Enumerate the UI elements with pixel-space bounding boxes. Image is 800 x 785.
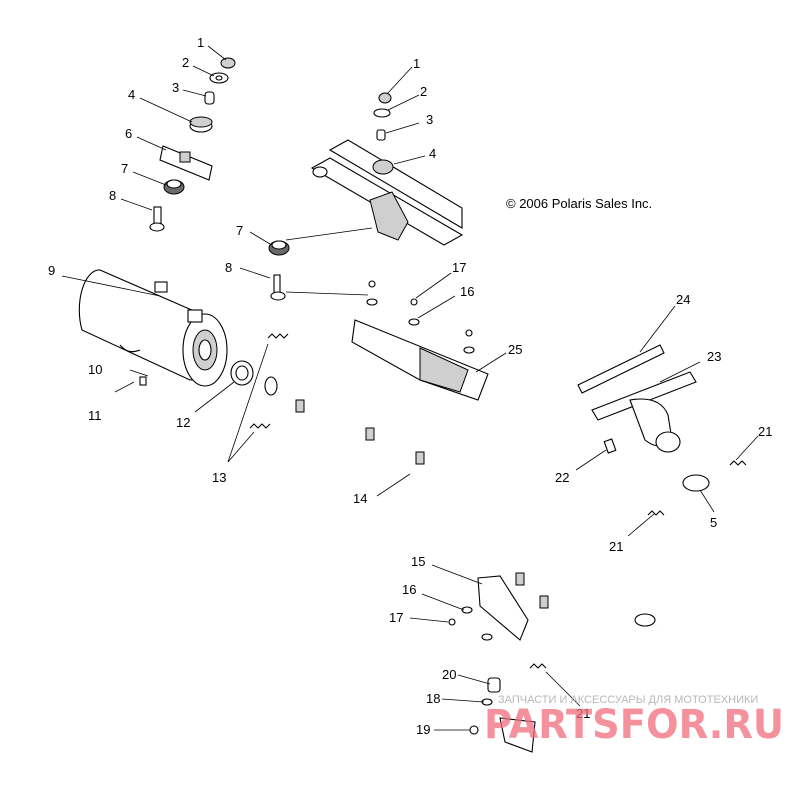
callout-labels: 1 2 3 4 6 7 8 9 10 11 12 13 1 2 3 4 7 8 … <box>48 35 772 737</box>
callout-1-right: 1 <box>413 56 420 71</box>
watermark-tagline: ЗАПЧАСТИ И АКСЕССУАРЫ ДЛЯ МОТОТЕХНИКИ <box>498 694 758 706</box>
watermark-logo: PARTSFOR.RU <box>484 702 784 748</box>
callout-16-lower: 16 <box>402 582 416 597</box>
callout-2-left: 2 <box>182 55 189 70</box>
callout-17-upper: 17 <box>452 260 466 275</box>
callout-23: 23 <box>707 349 721 364</box>
callout-21-right: 21 <box>758 424 772 439</box>
callout-6: 6 <box>125 126 132 141</box>
callout-18: 18 <box>426 691 440 706</box>
head-pipe <box>264 376 670 669</box>
callout-3-left: 3 <box>172 80 179 95</box>
watermark: ЗАПЧАСТИ И АКСЕССУАРЫ ДЛЯ МОТОТЕХНИКИ PA… <box>484 694 784 748</box>
callout-14: 14 <box>353 491 367 506</box>
callout-22: 22 <box>555 470 569 485</box>
callout-19: 19 <box>416 722 430 737</box>
callout-2-right: 2 <box>420 84 427 99</box>
callout-12: 12 <box>176 415 190 430</box>
manifold-flange <box>529 344 747 669</box>
callout-7-right: 7 <box>236 223 243 238</box>
callout-16-upper: 16 <box>460 284 474 299</box>
callout-25: 25 <box>508 342 522 357</box>
callout-8-right: 8 <box>225 260 232 275</box>
callout-20: 20 <box>442 667 456 682</box>
muffler <box>78 269 289 429</box>
callout-1-left: 1 <box>197 35 204 50</box>
callout-7-left: 7 <box>121 161 128 176</box>
callout-3-right: 3 <box>426 112 433 127</box>
leader-lines <box>61 45 759 731</box>
callout-15: 15 <box>411 554 425 569</box>
callout-21-lower: 21 <box>576 706 590 721</box>
callout-13: 13 <box>212 470 226 485</box>
callout-8-left: 8 <box>109 188 116 203</box>
callout-17-lower: 17 <box>389 610 403 625</box>
callout-11: 11 <box>88 408 102 423</box>
heat-shield-lower <box>448 575 536 753</box>
heat-shield-upper <box>351 280 489 401</box>
left-hardware-stack <box>149 57 236 232</box>
copyright-notice: © 2006 Polaris Sales Inc. <box>506 196 652 211</box>
frame-rail <box>268 92 464 301</box>
callout-5: 5 <box>710 515 717 530</box>
callout-24: 24 <box>676 292 690 307</box>
callout-4-right: 4 <box>429 146 436 161</box>
callout-4-left: 4 <box>128 87 135 102</box>
callout-21-middle: 21 <box>609 539 623 554</box>
callout-9: 9 <box>48 263 55 278</box>
callout-10: 10 <box>88 362 102 377</box>
